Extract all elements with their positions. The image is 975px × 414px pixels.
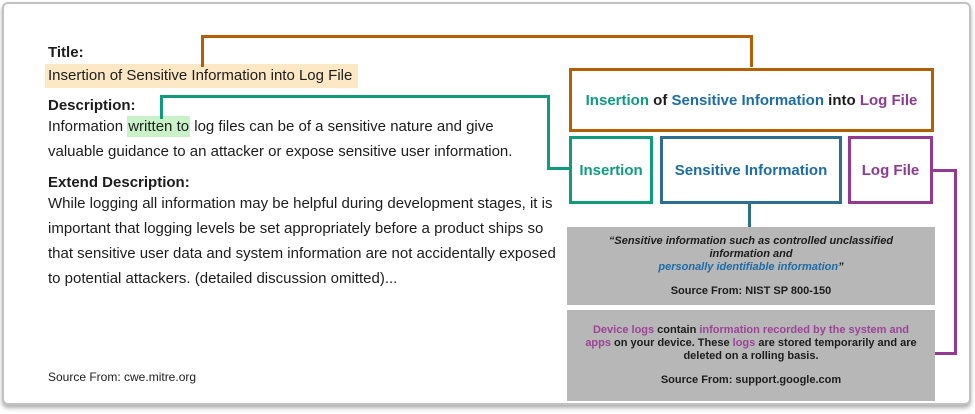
extend-description-label: Extend Description: xyxy=(48,174,190,191)
google-stored: are stored temporarily and are deleted o… xyxy=(683,337,917,362)
google-info-recorded: information recorded by the system and a… xyxy=(585,324,910,349)
title-composition-box: Insertion of Sensitive Information into … xyxy=(569,68,934,132)
source-cwe: Source From: cwe.mitre.org xyxy=(48,370,197,384)
description-pre: Information xyxy=(48,118,128,135)
nist-source: Source From: NIST SP 800-150 xyxy=(670,284,832,297)
nist-quote-text: “Sensitive information such as controlle… xyxy=(579,235,923,274)
google-source: Source From: support.google.com xyxy=(660,374,842,386)
google-quote-text: Device logs contain information recorded… xyxy=(579,324,923,363)
connector-logfile-to-google xyxy=(933,169,957,355)
nist-quote-line1: “Sensitive information such as controlle… xyxy=(608,234,894,260)
google-quote-box: Device logs contain information recorded… xyxy=(567,310,935,401)
extend-description-paragraph: While logging all information may be hel… xyxy=(48,195,556,287)
figure-frame: Title: Insertion of Sensitive Informatio… xyxy=(2,2,971,405)
google-logs: logs xyxy=(732,337,756,349)
connector-sensitive-to-nist xyxy=(748,204,751,227)
titlebox-log-file: Log File xyxy=(859,91,918,109)
title-label: Title: xyxy=(48,44,84,61)
term-box-insertion: Insertion xyxy=(569,136,653,204)
description-highlight-written-to: written to xyxy=(127,116,191,137)
titlebox-insertion: Insertion xyxy=(585,91,649,109)
term-log-file-label: Log File xyxy=(861,161,920,179)
term-box-log-file: Log File xyxy=(848,136,933,204)
description-paragraph: Information written to log files can be … xyxy=(48,114,520,164)
google-contain: contain xyxy=(654,324,700,336)
nist-quote-box: “Sensitive information such as controlle… xyxy=(567,227,935,305)
term-insertion-label: Insertion xyxy=(579,161,643,179)
term-box-sensitive-information: Sensitive Information xyxy=(660,136,842,204)
titlebox-sensitive-information: Sensitive Information xyxy=(671,91,825,109)
titlebox-into: into xyxy=(824,91,860,109)
google-on-device: on your device. These xyxy=(611,337,733,349)
nist-quote-pii: personally identifiable information xyxy=(658,260,839,273)
nist-quote-close: ” xyxy=(838,260,844,273)
description-post: log files can be of a sensitive nature a… xyxy=(48,118,513,160)
term-sensitive-information-label: Sensitive Information xyxy=(674,161,828,179)
titlebox-text: Insertion of Sensitive Information into … xyxy=(586,92,918,109)
google-device-logs: Device logs xyxy=(592,324,655,336)
description-label: Description: xyxy=(48,97,136,114)
titlebox-of: of xyxy=(648,91,672,109)
connector-title-to-titlebox xyxy=(201,35,753,67)
connector-writtento-stub xyxy=(548,167,569,170)
title-value-highlighted: Insertion of Sensitive Information into … xyxy=(45,64,359,88)
